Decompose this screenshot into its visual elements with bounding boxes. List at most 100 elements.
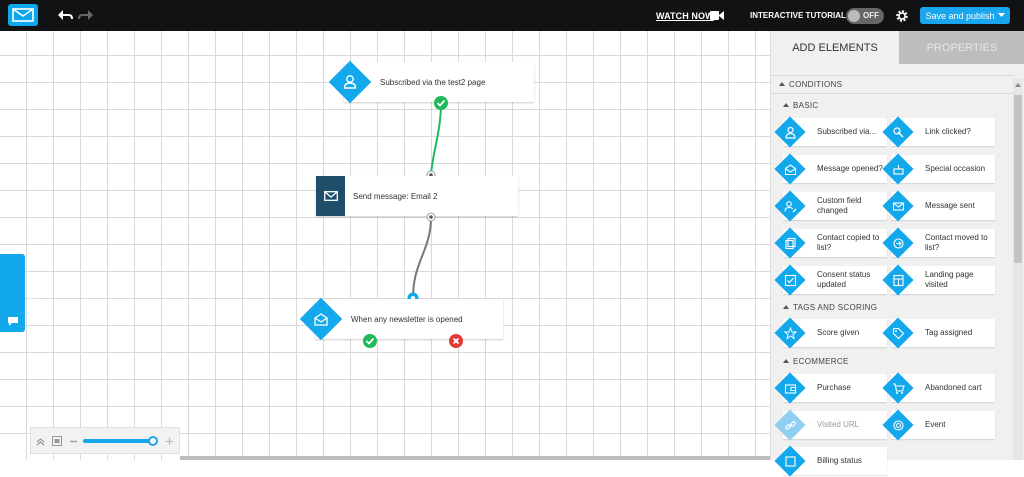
element-contact-copied[interactable]: Contact copied to list? [774, 227, 887, 259]
billing-icon [785, 456, 796, 467]
save-button-label: Save and publish [925, 10, 995, 21]
check-icon [784, 274, 797, 287]
item-label: Landing page visited [925, 270, 974, 289]
divider [771, 93, 1015, 94]
element-message-opened[interactable]: Message opened? [774, 153, 887, 185]
copy-icon [785, 237, 796, 250]
top-bar: WATCH NOW INTERACTIVE TUTORIAL OFF Save … [0, 0, 1024, 31]
element-special-occasion[interactable]: Special occasion [882, 153, 995, 185]
envelope-icon [324, 191, 338, 201]
section-label: TAGS AND SCORING [793, 303, 878, 312]
zoom-slider[interactable] [83, 439, 153, 443]
item-label: Tag assigned [925, 328, 973, 337]
open-envelope-icon [314, 313, 328, 326]
element-landing-page-visited[interactable]: Landing page visited [882, 264, 995, 296]
element-tag-assigned[interactable]: Tag assigned [882, 317, 995, 349]
interactive-tutorial-label: INTERACTIVE TUTORIAL [750, 11, 846, 20]
element-purchase[interactable]: Purchase [774, 372, 887, 404]
collapse-triangle-icon [783, 305, 789, 309]
canvas-scrollbar[interactable] [180, 456, 770, 460]
element-visited-url[interactable]: Visited URL [774, 409, 887, 441]
item-label: Event [925, 420, 946, 429]
element-billing-status[interactable]: Billing status [774, 445, 887, 477]
section-tags-scoring[interactable]: TAGS AND SCORING [783, 303, 877, 312]
item-label: Visited URL [817, 420, 860, 429]
section-ecommerce[interactable]: ECOMMERCE [783, 357, 849, 366]
workflow-node-send-message[interactable]: Send message: Email 2 [316, 176, 518, 216]
envelope-icon [892, 202, 905, 211]
toggle-label: OFF [863, 11, 879, 20]
collapse-triangle-icon [783, 103, 789, 107]
zoom-in-icon[interactable] [165, 437, 174, 446]
zoom-out-icon[interactable] [69, 437, 78, 446]
element-score-given[interactable]: Score given [774, 317, 887, 349]
chevron-down-icon [997, 13, 1005, 17]
tab-properties[interactable]: PROPERTIES [899, 31, 1024, 64]
watch-now-link[interactable]: WATCH NOW [656, 11, 714, 21]
elements-panel: ADD ELEMENTS PROPERTIES CONDITIONS BASIC… [770, 31, 1024, 477]
cart-icon [893, 383, 905, 394]
success-check-icon[interactable] [434, 96, 448, 110]
tutorial-toggle[interactable]: OFF [846, 8, 884, 24]
section-basic[interactable]: BASIC [783, 101, 819, 110]
target-icon [893, 420, 904, 431]
element-message-sent[interactable]: Message sent [882, 190, 995, 222]
collapse-icon[interactable] [36, 437, 45, 446]
section-conditions[interactable]: CONDITIONS [779, 80, 842, 89]
scroll-up-icon[interactable] [1015, 83, 1021, 87]
element-contact-moved[interactable]: Contact moved to list? [882, 227, 995, 259]
element-abandoned-cart[interactable]: Abandoned cart [882, 372, 995, 404]
divider [771, 75, 1015, 76]
element-event[interactable]: Event [882, 409, 995, 441]
item-label: Subscribed via... [817, 127, 877, 136]
item-label: Abandoned cart [925, 383, 982, 392]
video-camera-icon[interactable] [710, 10, 724, 21]
element-consent-status[interactable]: Consent status updated [774, 264, 887, 296]
workflow-canvas[interactable]: Subscribed via the test2 page Send messa… [0, 31, 770, 460]
item-label: Contact moved to list? [925, 233, 988, 252]
connector-dot-icon[interactable] [426, 212, 436, 222]
page-icon [893, 274, 904, 287]
tab-add-elements[interactable]: ADD ELEMENTS [771, 31, 899, 64]
success-check-icon[interactable] [363, 334, 377, 348]
element-link-clicked[interactable]: Link clicked? [882, 116, 995, 148]
zoom-slider-handle[interactable] [148, 436, 158, 446]
gear-icon[interactable] [895, 9, 909, 23]
fit-screen-icon[interactable] [52, 436, 62, 446]
section-label: CONDITIONS [789, 80, 843, 89]
element-custom-field-changed[interactable]: Custom field changed [774, 190, 887, 222]
chat-bubble-icon [8, 317, 18, 326]
panel-tabs: ADD ELEMENTS PROPERTIES [771, 31, 1024, 64]
section-label: ECOMMERCE [793, 357, 849, 366]
save-and-publish-button[interactable]: Save and publish [920, 7, 1010, 24]
item-label: Consent status updated [817, 270, 871, 289]
node-label: Send message: Email 2 [353, 191, 438, 201]
item-label: Message sent [925, 201, 975, 210]
chat-tab[interactable]: Chat 24/7 [0, 254, 37, 332]
cake-icon [893, 165, 904, 175]
workflow-node-subscribed[interactable]: Subscribed via the test2 page [328, 60, 534, 104]
star-icon [784, 327, 797, 340]
collapse-triangle-icon [783, 359, 789, 363]
logo-icon[interactable] [8, 4, 38, 26]
item-label: Custom field changed [817, 196, 862, 215]
undo-icon[interactable] [57, 7, 73, 23]
chat-label: Chat 24/7 [27, 274, 37, 316]
connector-lines [412, 102, 442, 299]
user-icon [343, 75, 357, 89]
item-label: Purchase [817, 383, 851, 392]
element-subscribed-via[interactable]: Subscribed via... [774, 116, 887, 148]
zoom-toolbar [30, 427, 180, 454]
collapse-triangle-icon [779, 82, 785, 86]
tag-icon [892, 327, 905, 340]
wallet-icon [784, 384, 797, 394]
link-icon [785, 421, 796, 430]
item-label: Link clicked? [925, 127, 971, 136]
scrollbar-thumb[interactable] [1014, 95, 1022, 263]
item-label: Billing status [817, 456, 862, 465]
workflow-node-newsletter-opened[interactable]: When any newsletter is opened [299, 297, 503, 341]
error-cross-icon[interactable] [449, 334, 463, 348]
redo-icon[interactable] [78, 7, 94, 23]
node-label: Subscribed via the test2 page [380, 77, 486, 87]
panel-scrollbar[interactable] [1013, 79, 1023, 460]
